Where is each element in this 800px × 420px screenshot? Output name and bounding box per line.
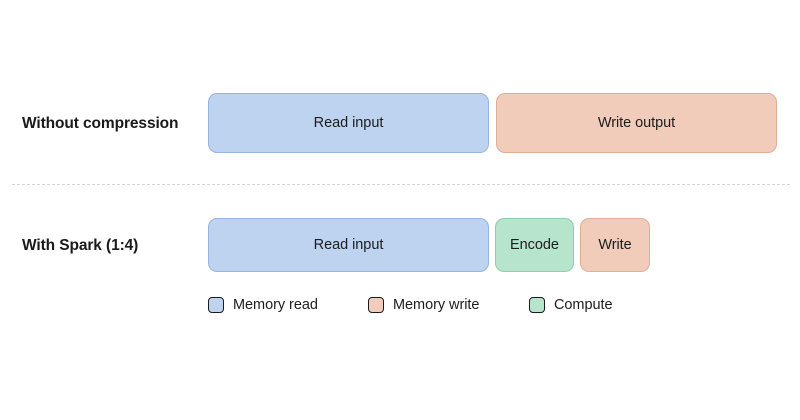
legend-label-memory-read: Memory read (233, 296, 318, 313)
row-label-with-spark: With Spark (1:4) (22, 237, 139, 254)
bar-segment-label: Encode (510, 236, 559, 253)
legend-swatch-memory-read (208, 297, 224, 313)
bar-segment-read-input-spark: Read input (208, 218, 489, 272)
bar-segment-label: Write (598, 236, 632, 253)
row-label-without-compression: Without compression (22, 115, 179, 132)
bar-segment-label: Write output (597, 114, 676, 131)
bar-segment-encode: Encode (495, 218, 574, 272)
section-divider (12, 184, 790, 185)
legend-item-compute: Compute (529, 296, 613, 314)
legend-item-memory-write: Memory write (368, 296, 479, 314)
legend-item-memory-read: Memory read (208, 296, 318, 314)
legend-swatch-memory-write (368, 297, 384, 313)
bar-segment-write-output: Write output (496, 93, 777, 153)
bar-segment-read-input-uncompressed: Read input (208, 93, 489, 153)
bar-segment-label: Read input (313, 114, 384, 131)
bar-segment-label: Read input (313, 236, 384, 253)
legend-label-memory-write: Memory write (393, 296, 480, 313)
bar-segment-write: Write (580, 218, 650, 272)
legend-label-compute: Compute (554, 296, 613, 313)
legend-swatch-compute (529, 297, 545, 313)
